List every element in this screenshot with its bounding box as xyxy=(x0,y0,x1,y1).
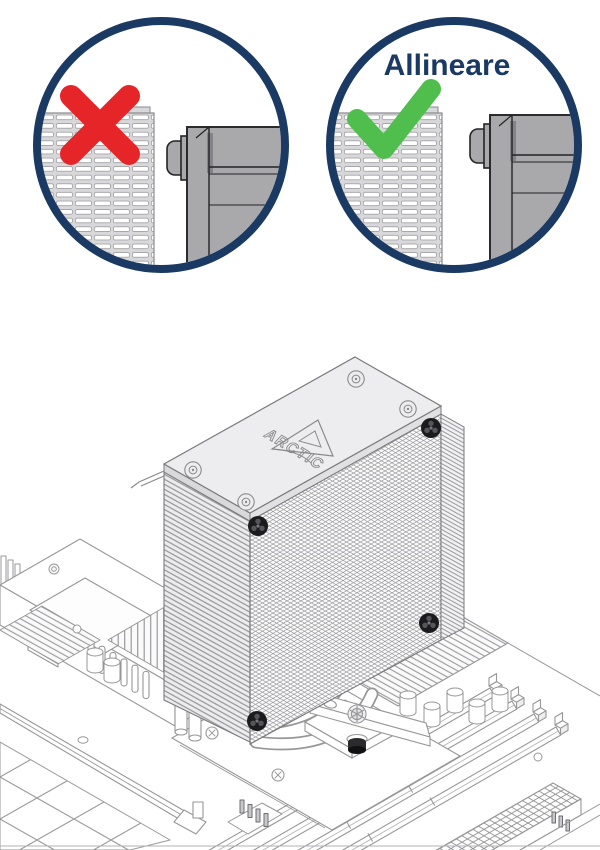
top-plate: ARCTIC xyxy=(162,356,443,514)
cross-icon xyxy=(60,85,140,165)
callout-ring xyxy=(33,17,289,273)
plate-washer xyxy=(271,768,285,782)
fan-mount-spider xyxy=(248,516,268,536)
cpu-cooler: ARCTIC xyxy=(130,356,465,746)
plate-screw xyxy=(184,461,202,479)
mounting-screw xyxy=(347,704,367,724)
fan-side-strip xyxy=(440,413,465,641)
mounting-bracket xyxy=(305,689,431,754)
callout-ring xyxy=(326,17,582,273)
fan-closeup-misaligned xyxy=(166,126,281,265)
plate-screw xyxy=(237,493,255,511)
fan-mount-spider xyxy=(421,418,441,438)
correct-label: Allineare xyxy=(384,49,511,82)
callout-wrong xyxy=(33,17,289,273)
check-icon xyxy=(347,79,441,159)
m2-shield-grid xyxy=(0,741,171,850)
board-edge xyxy=(0,803,600,850)
plate-screw xyxy=(347,370,365,388)
plate-washer xyxy=(205,726,219,740)
fan-mount-spider xyxy=(247,711,267,731)
fan-cable xyxy=(130,470,165,489)
vrm-heatsink-left xyxy=(0,605,101,665)
fan-mount-spider xyxy=(419,613,439,633)
callout-correct: Allineare xyxy=(326,17,582,273)
rubber-spacer xyxy=(348,738,366,754)
fan-header xyxy=(227,799,570,835)
pcie-slot xyxy=(0,703,207,835)
plate-screw xyxy=(399,400,417,418)
